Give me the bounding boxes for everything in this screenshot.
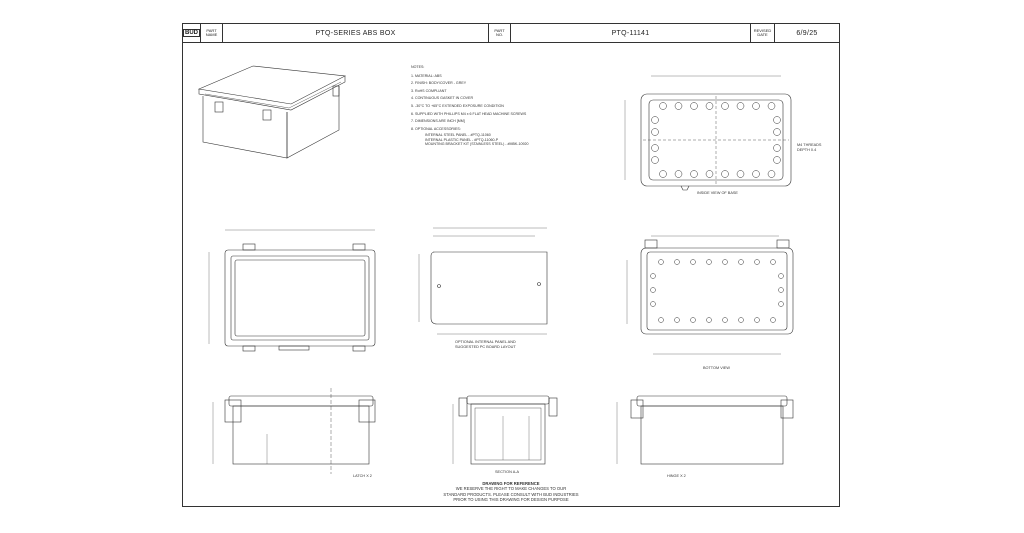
boss-hole bbox=[767, 102, 776, 110]
section-view bbox=[452, 395, 558, 465]
note-item: 8. OPTIONAL ACCESSORIES: bbox=[411, 126, 461, 131]
side-view bbox=[212, 388, 376, 474]
boss-hole bbox=[651, 128, 659, 136]
mount-hole bbox=[770, 317, 776, 323]
note-item: 7. DIMENSIONS ARE INCH [MM] bbox=[411, 119, 465, 124]
latch-note: LATCH x 2 bbox=[353, 474, 372, 478]
accessory-item: MOUNTING BRACKET KIT (STAINLESS STEEL) -… bbox=[425, 142, 529, 147]
boss-hole bbox=[752, 102, 760, 110]
section-label: SECTION A-A bbox=[495, 470, 520, 474]
boss-hole bbox=[659, 170, 667, 178]
boss-hole bbox=[721, 170, 729, 178]
drawing-sheet: BUD PART NAME PTQ-SERIES ABS BOX PART NO… bbox=[182, 23, 840, 507]
note-item: 2. FINISH: BODY/COVER - GREY bbox=[411, 81, 467, 86]
boss-hole bbox=[690, 170, 698, 178]
mount-hole bbox=[722, 259, 728, 265]
boss-hole bbox=[674, 102, 683, 110]
part-number: PTQ-11141 bbox=[511, 24, 751, 42]
part-number-label: PART NO. bbox=[489, 24, 511, 42]
note-item: 6. SUPPLIED WITH PHILLIPS M4 x 6 FLAT HE… bbox=[411, 111, 527, 116]
boss-hole bbox=[651, 156, 659, 164]
boss-hole bbox=[736, 170, 745, 178]
mount-hole bbox=[690, 259, 696, 265]
revised-date-label: REVISED DATE bbox=[751, 24, 775, 42]
revised-date: 6/9/25 bbox=[796, 29, 818, 37]
boss-hole bbox=[705, 102, 714, 110]
mount-hole bbox=[754, 259, 760, 265]
boss-hole bbox=[721, 102, 729, 110]
panel-caption-line1: OPTIONAL INTERNAL PANEL AND bbox=[455, 340, 516, 344]
boss-hole bbox=[736, 102, 745, 110]
title-block: BUD PART NAME PTQ-SERIES ABS BOX PART NO… bbox=[183, 24, 839, 43]
reference-title: DRAWING FOR REFERENCE bbox=[482, 481, 540, 486]
mount-hole bbox=[658, 317, 664, 323]
reference-line: STANDARD PRODUCTS. PLEASE CONSULT WITH B… bbox=[443, 491, 579, 497]
part-name: PTQ-SERIES ABS BOX bbox=[223, 24, 489, 42]
boss-hole bbox=[773, 116, 781, 124]
isometric-view bbox=[197, 65, 347, 159]
boss-hole bbox=[690, 102, 698, 110]
top-view-cover bbox=[208, 229, 376, 352]
technical-drawings bbox=[197, 65, 794, 474]
note-item: 1. MATERIAL: ABS bbox=[411, 73, 442, 78]
boss-hole bbox=[651, 116, 659, 124]
threads-note-line2: DEPTH 0.4 bbox=[797, 148, 817, 152]
hinge-note: HINGE x 2 bbox=[667, 474, 686, 478]
mount-hole bbox=[738, 259, 744, 265]
mount-hole bbox=[650, 301, 656, 307]
mount-hole bbox=[650, 287, 656, 293]
mount-hole bbox=[722, 317, 728, 323]
notes-block: NOTES: 1. MATERIAL: ABS 2. FINISH: BODY/… bbox=[411, 64, 571, 147]
bud-logo: BUD bbox=[183, 24, 201, 42]
mount-hole bbox=[738, 317, 744, 323]
internal-panel bbox=[418, 227, 548, 335]
panel-caption-line2: SUGGESTED PC BOARD LAYOUT bbox=[455, 345, 516, 349]
mount-hole bbox=[650, 273, 656, 279]
accessory-item: INTERNAL STEEL PANEL - #PTQ-11060 bbox=[425, 133, 491, 138]
accessory-item: INTERNAL PLASTIC PANEL - #PTQ-11060-P bbox=[425, 137, 499, 142]
mount-hole bbox=[778, 301, 784, 307]
boss-hole bbox=[767, 170, 776, 178]
boss-hole bbox=[773, 128, 781, 136]
inside-view-label: INSIDE VIEW OF BASE bbox=[697, 191, 738, 195]
reference-line: PRIOR TO USING THIS DRAWING FOR DESIGN P… bbox=[453, 497, 569, 503]
mount-hole bbox=[690, 317, 696, 323]
reference-line: WE RESERVE THE RIGHT TO MAKE CHANGES TO … bbox=[455, 486, 567, 492]
mount-hole bbox=[706, 317, 712, 323]
mount-hole bbox=[770, 259, 776, 265]
note-item: 5. -30°C TO +65°C EXTENDED EXPOSURE COND… bbox=[411, 103, 504, 108]
boss-hole bbox=[674, 170, 683, 178]
end-view bbox=[616, 395, 794, 465]
mount-hole bbox=[674, 317, 680, 323]
mount-hole bbox=[706, 259, 712, 265]
note-item: 3. RoHS COMPLIANT bbox=[411, 88, 447, 93]
threads-note-line1: M4 THREADS bbox=[797, 143, 822, 147]
boss-hole bbox=[705, 170, 714, 178]
boss-hole bbox=[752, 170, 760, 178]
mount-hole bbox=[658, 259, 664, 265]
reference-note: DRAWING FOR REFERENCE WE RESERVE THE RIG… bbox=[421, 481, 601, 503]
notes-header: NOTES: bbox=[411, 65, 425, 69]
mount-hole bbox=[778, 287, 784, 293]
boss-hole bbox=[659, 102, 667, 110]
boss-hole bbox=[773, 156, 781, 164]
boss-hole bbox=[773, 144, 781, 152]
mount-hole bbox=[754, 317, 760, 323]
mount-hole bbox=[778, 273, 784, 279]
inside-view-base bbox=[624, 75, 792, 191]
part-name-label: PART NAME bbox=[201, 24, 223, 42]
logo-text: BUD bbox=[183, 29, 200, 37]
note-item: 4. CONTINUOUS GASKET IN COVER bbox=[411, 96, 474, 101]
bottom-view-label: BOTTOM VIEW bbox=[703, 366, 730, 370]
bottom-view bbox=[626, 235, 794, 355]
mount-hole bbox=[674, 259, 680, 265]
boss-hole bbox=[651, 144, 659, 152]
